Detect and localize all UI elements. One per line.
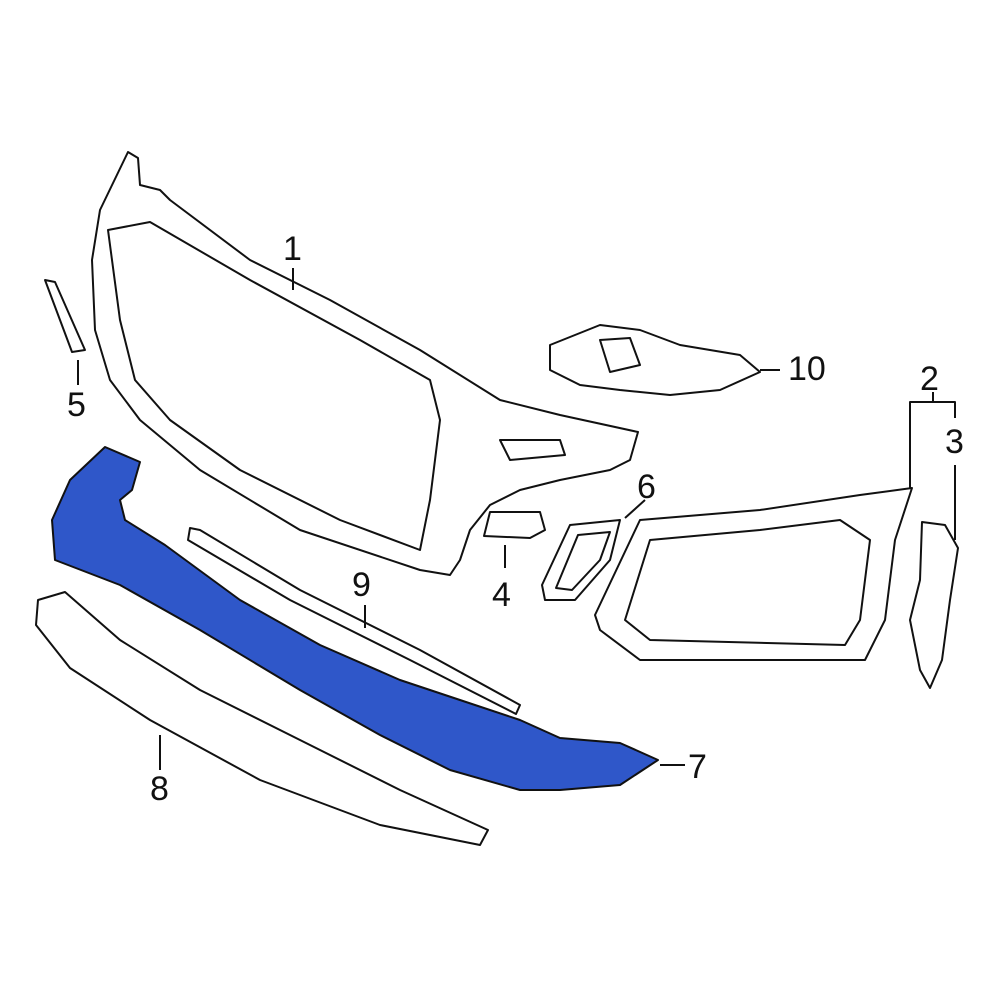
part-10-mounting-bracket[interactable] (549, 324, 761, 396)
part-3-side-trim-bracket[interactable] (909, 521, 959, 689)
callout-10: 10 (788, 350, 826, 388)
callout-1: 1 (283, 230, 302, 268)
callout-3: 3 (945, 423, 964, 461)
part-2-side-grille-assembly[interactable] (594, 487, 913, 661)
callout-8: 8 (150, 770, 169, 808)
callout-5: 5 (67, 386, 86, 424)
part-8-lower-valance-trim[interactable] (35, 591, 489, 846)
part-7-lower-spoiler-absorber[interactable] (51, 446, 659, 791)
part-6-inner-grille-insert[interactable] (541, 519, 621, 601)
callout-2: 2 (920, 360, 939, 398)
part-9-center-molding[interactable] (187, 527, 521, 715)
part-4-tow-hook-cover[interactable] (483, 511, 546, 539)
callout-7: 7 (688, 748, 707, 786)
part-5-side-molding[interactable] (44, 279, 86, 353)
part-1-bumper-cover[interactable] (91, 151, 639, 576)
leader-lines (77, 268, 956, 770)
callout-6: 6 (637, 468, 656, 506)
callout-4: 4 (492, 576, 511, 614)
callout-9: 9 (352, 566, 371, 604)
